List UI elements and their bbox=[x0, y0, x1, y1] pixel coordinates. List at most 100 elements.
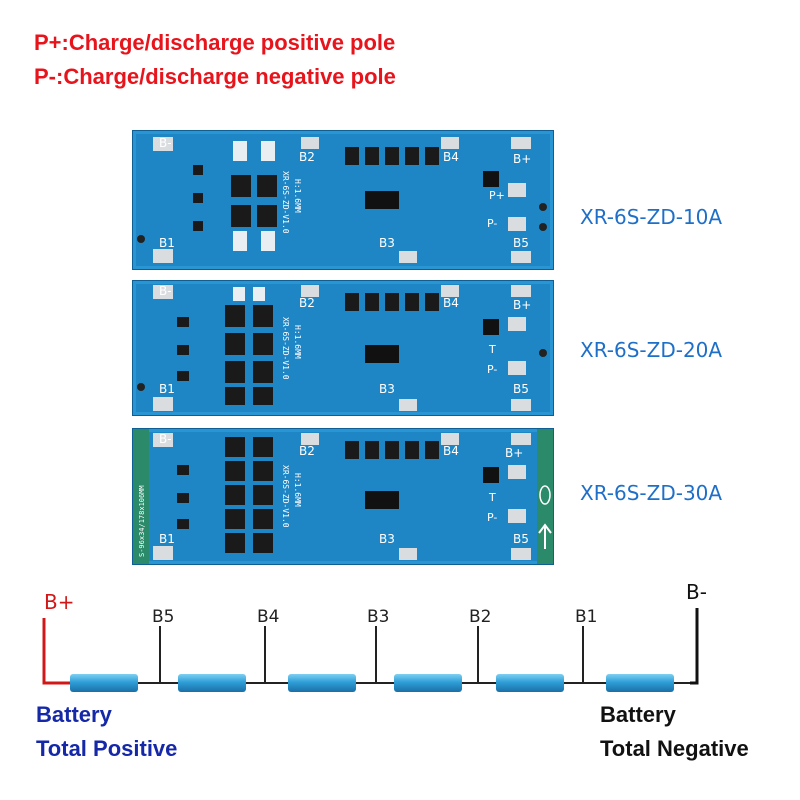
pad-b3 bbox=[399, 251, 417, 263]
pad-b3 bbox=[399, 548, 417, 560]
pad-b-minus bbox=[153, 285, 173, 299]
mosfet-array bbox=[225, 305, 273, 405]
pad-b-plus bbox=[511, 137, 531, 149]
capacitor-row bbox=[345, 147, 439, 165]
resistor-array bbox=[233, 287, 265, 301]
tap-label-b5: B5 bbox=[152, 607, 174, 627]
total-negative-line1: Battery bbox=[600, 702, 676, 727]
battery-cell-5 bbox=[496, 674, 564, 692]
battery-wiring-diagram: B5 B4 B3 B2 B1 bbox=[42, 607, 699, 692]
legend-positive-pole: P+:Charge/discharge positive pole bbox=[34, 30, 396, 55]
model-label-10a: XR-6S-ZD-10A bbox=[580, 205, 723, 229]
label-b5: B5 bbox=[513, 236, 529, 250]
pad-p-plus bbox=[508, 465, 526, 479]
smd-resistors bbox=[177, 317, 189, 381]
mount-hole bbox=[539, 203, 547, 211]
pcb-edge-strip bbox=[133, 429, 149, 564]
pcb-board-10a: B- B1 B2 B3 B4 B+ B5 P+ P- XR-6S-ZD-V1.0… bbox=[132, 130, 554, 270]
silkscreen-version: XR-6S-ZD-V1.0 bbox=[281, 317, 290, 380]
pad-b3 bbox=[399, 399, 417, 411]
mount-hole bbox=[137, 235, 145, 243]
protection-ic bbox=[365, 191, 399, 209]
pad-b4 bbox=[441, 285, 459, 297]
mount-hole bbox=[539, 349, 547, 357]
label-b2: B2 bbox=[299, 444, 315, 458]
pcb-board-30a-drawing: B- B1 B2 B3 B4 B+ B5 T P- XR-6S-ZD-V1.0 … bbox=[133, 429, 553, 564]
pad-p-minus bbox=[508, 217, 526, 231]
label-b-minus: B- bbox=[159, 136, 172, 150]
label-b1: B1 bbox=[159, 236, 175, 250]
pad-b5 bbox=[511, 548, 531, 560]
arrow-up-icon bbox=[538, 523, 552, 549]
legend-negative-pole: P-:Charge/discharge negative pole bbox=[34, 64, 396, 89]
label-b-plus: B+ bbox=[505, 446, 523, 460]
logo-icon bbox=[539, 485, 551, 505]
battery-positive-label: B+ bbox=[44, 590, 75, 614]
label-b2: B2 bbox=[299, 150, 315, 164]
battery-cell-6 bbox=[606, 674, 674, 692]
label-b-plus: B+ bbox=[513, 298, 531, 312]
pcb-board-20a: B- B1 B2 B3 B4 B+ B5 T P- XR-6S-ZD-V1.0 … bbox=[132, 280, 554, 416]
pad-b-plus bbox=[511, 433, 531, 445]
pad-b-minus bbox=[153, 433, 173, 447]
positive-wire bbox=[42, 618, 70, 685]
label-p-minus: P- bbox=[487, 217, 497, 230]
total-negative-line2: Total Negative bbox=[600, 736, 749, 761]
label-b4: B4 bbox=[443, 296, 459, 310]
tap-label-b4: B4 bbox=[257, 607, 279, 627]
total-positive-line1: Battery bbox=[36, 702, 112, 727]
label-p-minus: P- bbox=[487, 363, 497, 376]
pad-b2 bbox=[301, 137, 319, 149]
pcb-board-20a-drawing: B- B1 B2 B3 B4 B+ B5 T P- XR-6S-ZD-V1.0 … bbox=[137, 284, 547, 411]
pad-b-minus bbox=[153, 137, 173, 151]
mount-hole bbox=[137, 383, 145, 391]
tap-label-b1: B1 bbox=[575, 607, 597, 627]
label-b4: B4 bbox=[443, 444, 459, 458]
pad-b5 bbox=[511, 399, 531, 411]
pad-b4 bbox=[441, 137, 459, 149]
label-b5: B5 bbox=[513, 532, 529, 546]
pcb-board-10a-drawing: B- B1 B2 B3 B4 B+ B5 P+ P- XR-6S-ZD-V1.0… bbox=[137, 136, 547, 263]
silkscreen-version: XR-6S-ZD-V1.0 bbox=[281, 171, 290, 234]
model-label-20a: XR-6S-ZD-20A bbox=[580, 338, 723, 362]
battery-cell-4 bbox=[394, 674, 462, 692]
silkscreen-thickness: H:1.6MM bbox=[293, 325, 302, 359]
battery-negative-label: B- bbox=[686, 580, 707, 604]
pad-p-plus bbox=[508, 317, 526, 331]
pad-b5 bbox=[511, 251, 531, 263]
tap-label-b2: B2 bbox=[469, 607, 491, 627]
label-b-plus: B+ bbox=[513, 152, 531, 166]
pad-p-minus bbox=[508, 361, 526, 375]
label-b1: B1 bbox=[159, 382, 175, 396]
protection-ic bbox=[365, 491, 399, 509]
mount-hole bbox=[539, 223, 547, 231]
label-b2: B2 bbox=[299, 296, 315, 310]
battery-cell-1 bbox=[70, 674, 138, 692]
smd-resistors bbox=[177, 465, 189, 529]
temp-sensor bbox=[483, 171, 499, 187]
silkscreen-version: XR-6S-ZD-V1.0 bbox=[281, 465, 290, 528]
silkscreen-thickness: H:1.6MM bbox=[293, 179, 302, 213]
capacitor-row bbox=[345, 293, 439, 311]
label-t: T bbox=[488, 491, 496, 504]
battery-cell-3 bbox=[288, 674, 356, 692]
pad-b2 bbox=[301, 433, 319, 445]
pad-p-plus bbox=[508, 183, 526, 197]
pad-b1 bbox=[153, 249, 173, 263]
pad-b1 bbox=[153, 397, 173, 411]
temp-sensor bbox=[483, 467, 499, 483]
silkscreen-thickness: H:1.6MM bbox=[293, 473, 302, 507]
label-b3: B3 bbox=[379, 236, 395, 250]
pad-b4 bbox=[441, 433, 459, 445]
label-b3: B3 bbox=[379, 382, 395, 396]
label-p-minus: P- bbox=[487, 511, 497, 524]
label-b4: B4 bbox=[443, 150, 459, 164]
negative-wire bbox=[690, 608, 699, 685]
label-b3: B3 bbox=[379, 532, 395, 546]
capacitor-row bbox=[345, 441, 439, 459]
model-label-30a: XR-6S-ZD-30A bbox=[580, 481, 723, 505]
label-b1: B1 bbox=[159, 532, 175, 546]
label-t: T bbox=[488, 343, 496, 356]
protection-ic bbox=[365, 345, 399, 363]
mosfet-array bbox=[231, 175, 277, 227]
